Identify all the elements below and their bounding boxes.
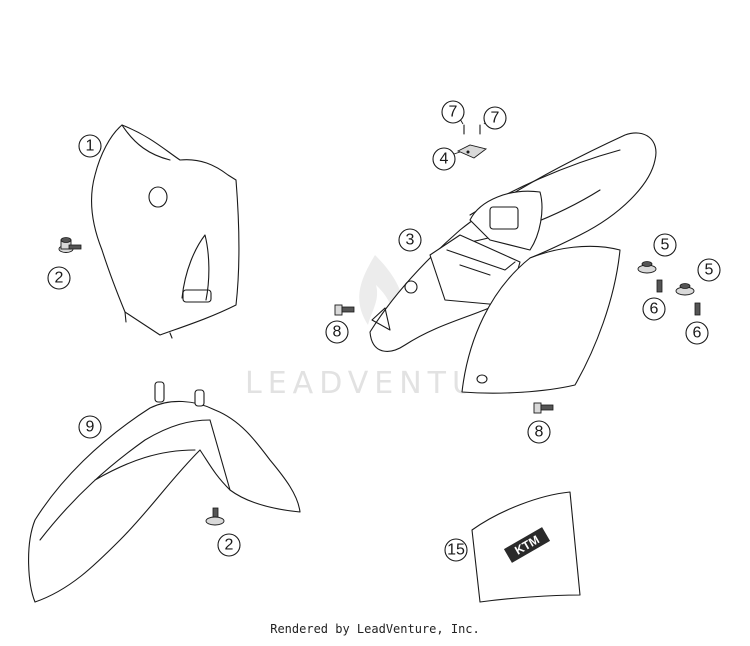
- screw-part-7: [463, 124, 481, 135]
- svg-text:6: 6: [693, 325, 702, 342]
- screw-part-2a: [58, 237, 82, 253]
- decal-part: KTM: [471, 491, 581, 603]
- callout-1: 1: [78, 134, 102, 158]
- callout-5a: 5: [653, 233, 677, 257]
- callout-9: 9: [78, 415, 102, 439]
- screw-part-8: [334, 304, 554, 414]
- svg-text:6: 6: [650, 301, 659, 318]
- svg-text:2: 2: [225, 537, 234, 554]
- callout-15: 15: [444, 538, 468, 562]
- callout-8a: 8: [325, 320, 349, 344]
- svg-text:1: 1: [86, 138, 95, 155]
- grommet-part-5: [637, 261, 695, 296]
- callout-4: 4: [432, 147, 456, 171]
- callout-6a: 6: [642, 297, 666, 321]
- svg-text:9: 9: [86, 419, 95, 436]
- callout-3: 3: [398, 228, 422, 252]
- callout-6b: 6: [685, 321, 709, 345]
- svg-text:3: 3: [406, 232, 415, 249]
- svg-text:15: 15: [447, 542, 465, 559]
- screw-part-6: [656, 279, 701, 316]
- callout-8b: 8: [527, 420, 551, 444]
- svg-text:4: 4: [440, 151, 449, 168]
- callout-7b: 7: [483, 106, 507, 130]
- callout-7a: 7: [441, 100, 465, 124]
- svg-text:8: 8: [535, 424, 544, 441]
- screw-part-2b: [205, 507, 225, 526]
- svg-text:5: 5: [705, 262, 714, 279]
- svg-text:2: 2: [55, 270, 64, 287]
- svg-text:8: 8: [333, 324, 342, 341]
- callout-5b: 5: [697, 258, 721, 282]
- callout-2b: 2: [217, 533, 241, 557]
- clip-part: [456, 144, 488, 159]
- svg-text:7: 7: [449, 104, 458, 121]
- callout-2a: 2: [47, 266, 71, 290]
- front-fender-part: [28, 381, 301, 603]
- svg-text:7: 7: [491, 110, 500, 127]
- number-plate-part: [90, 124, 240, 339]
- rear-fender-part: [369, 132, 657, 394]
- svg-text:5: 5: [661, 237, 670, 254]
- footer-credit: Rendered by LeadVenture, Inc.: [270, 622, 480, 636]
